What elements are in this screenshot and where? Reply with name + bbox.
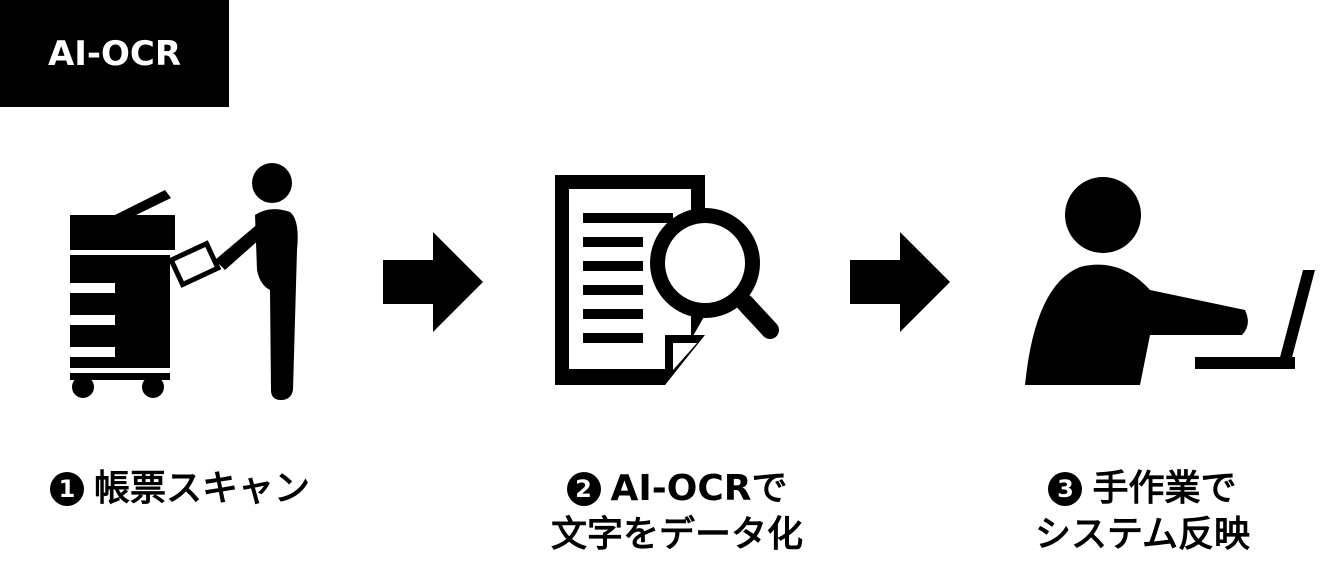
step-number-badge: 3 bbox=[1048, 472, 1083, 506]
step-label-3: 3 手作業で システム反映 bbox=[1000, 466, 1285, 558]
step-label-1: 1 帳票スキャン bbox=[50, 466, 310, 512]
step-2-line1: AI-OCRで bbox=[610, 468, 788, 509]
step-number-badge: 1 bbox=[50, 472, 84, 506]
person-laptop-icon bbox=[1025, 177, 1315, 385]
arrow-right-icon bbox=[383, 232, 483, 332]
scanner-person-icon bbox=[70, 163, 298, 400]
step-2-line2: 文字をデータ化 bbox=[550, 514, 803, 555]
title-badge: AI-OCR bbox=[0, 0, 229, 107]
title-badge-text: AI-OCR bbox=[47, 33, 182, 74]
arrow-right-icon bbox=[850, 232, 950, 332]
step-number-badge: 2 bbox=[566, 472, 601, 506]
step-3-line1: 手作業で bbox=[1092, 468, 1237, 509]
step-1-text: 帳票スキャン bbox=[94, 468, 311, 509]
step-3-line2: システム反映 bbox=[1035, 514, 1250, 555]
document-search-icon bbox=[555, 175, 779, 385]
step-label-2: 2 AI-OCRで 文字をデータ化 bbox=[527, 466, 827, 558]
